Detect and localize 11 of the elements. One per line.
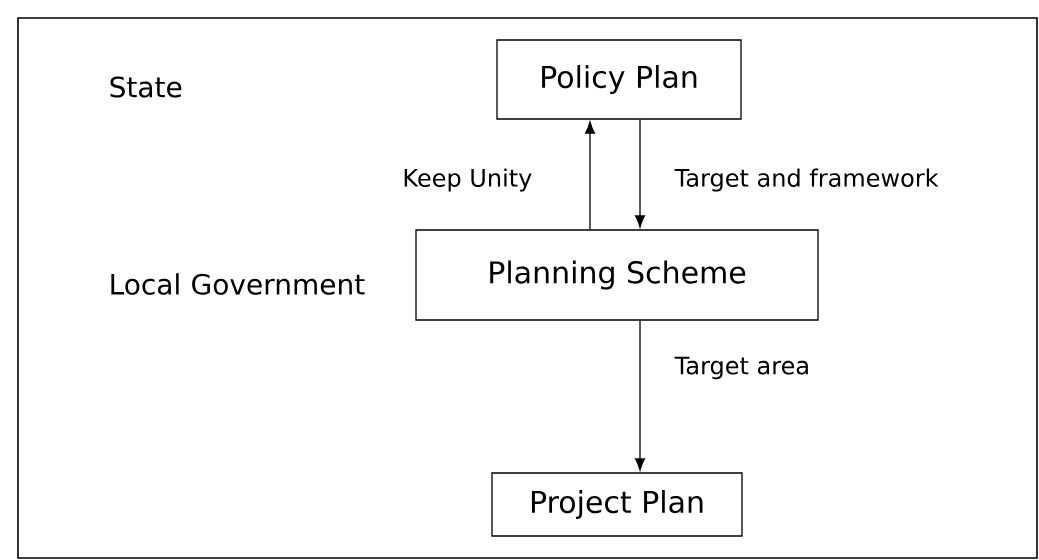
edge-label: Target and framework — [672, 166, 941, 194]
arrow — [635, 320, 645, 471]
edge-label: Keep Unity — [400, 166, 535, 194]
level-label: State — [110, 76, 182, 98]
edge-label: Target area — [672, 354, 813, 382]
plan-box: Project Plan — [491, 472, 743, 537]
arrow — [635, 119, 645, 228]
plan-box: Planning Scheme — [415, 229, 819, 321]
level-label: Local Government — [111, 273, 365, 295]
plan-box: Policy Plan — [496, 39, 742, 120]
arrow — [585, 121, 595, 230]
